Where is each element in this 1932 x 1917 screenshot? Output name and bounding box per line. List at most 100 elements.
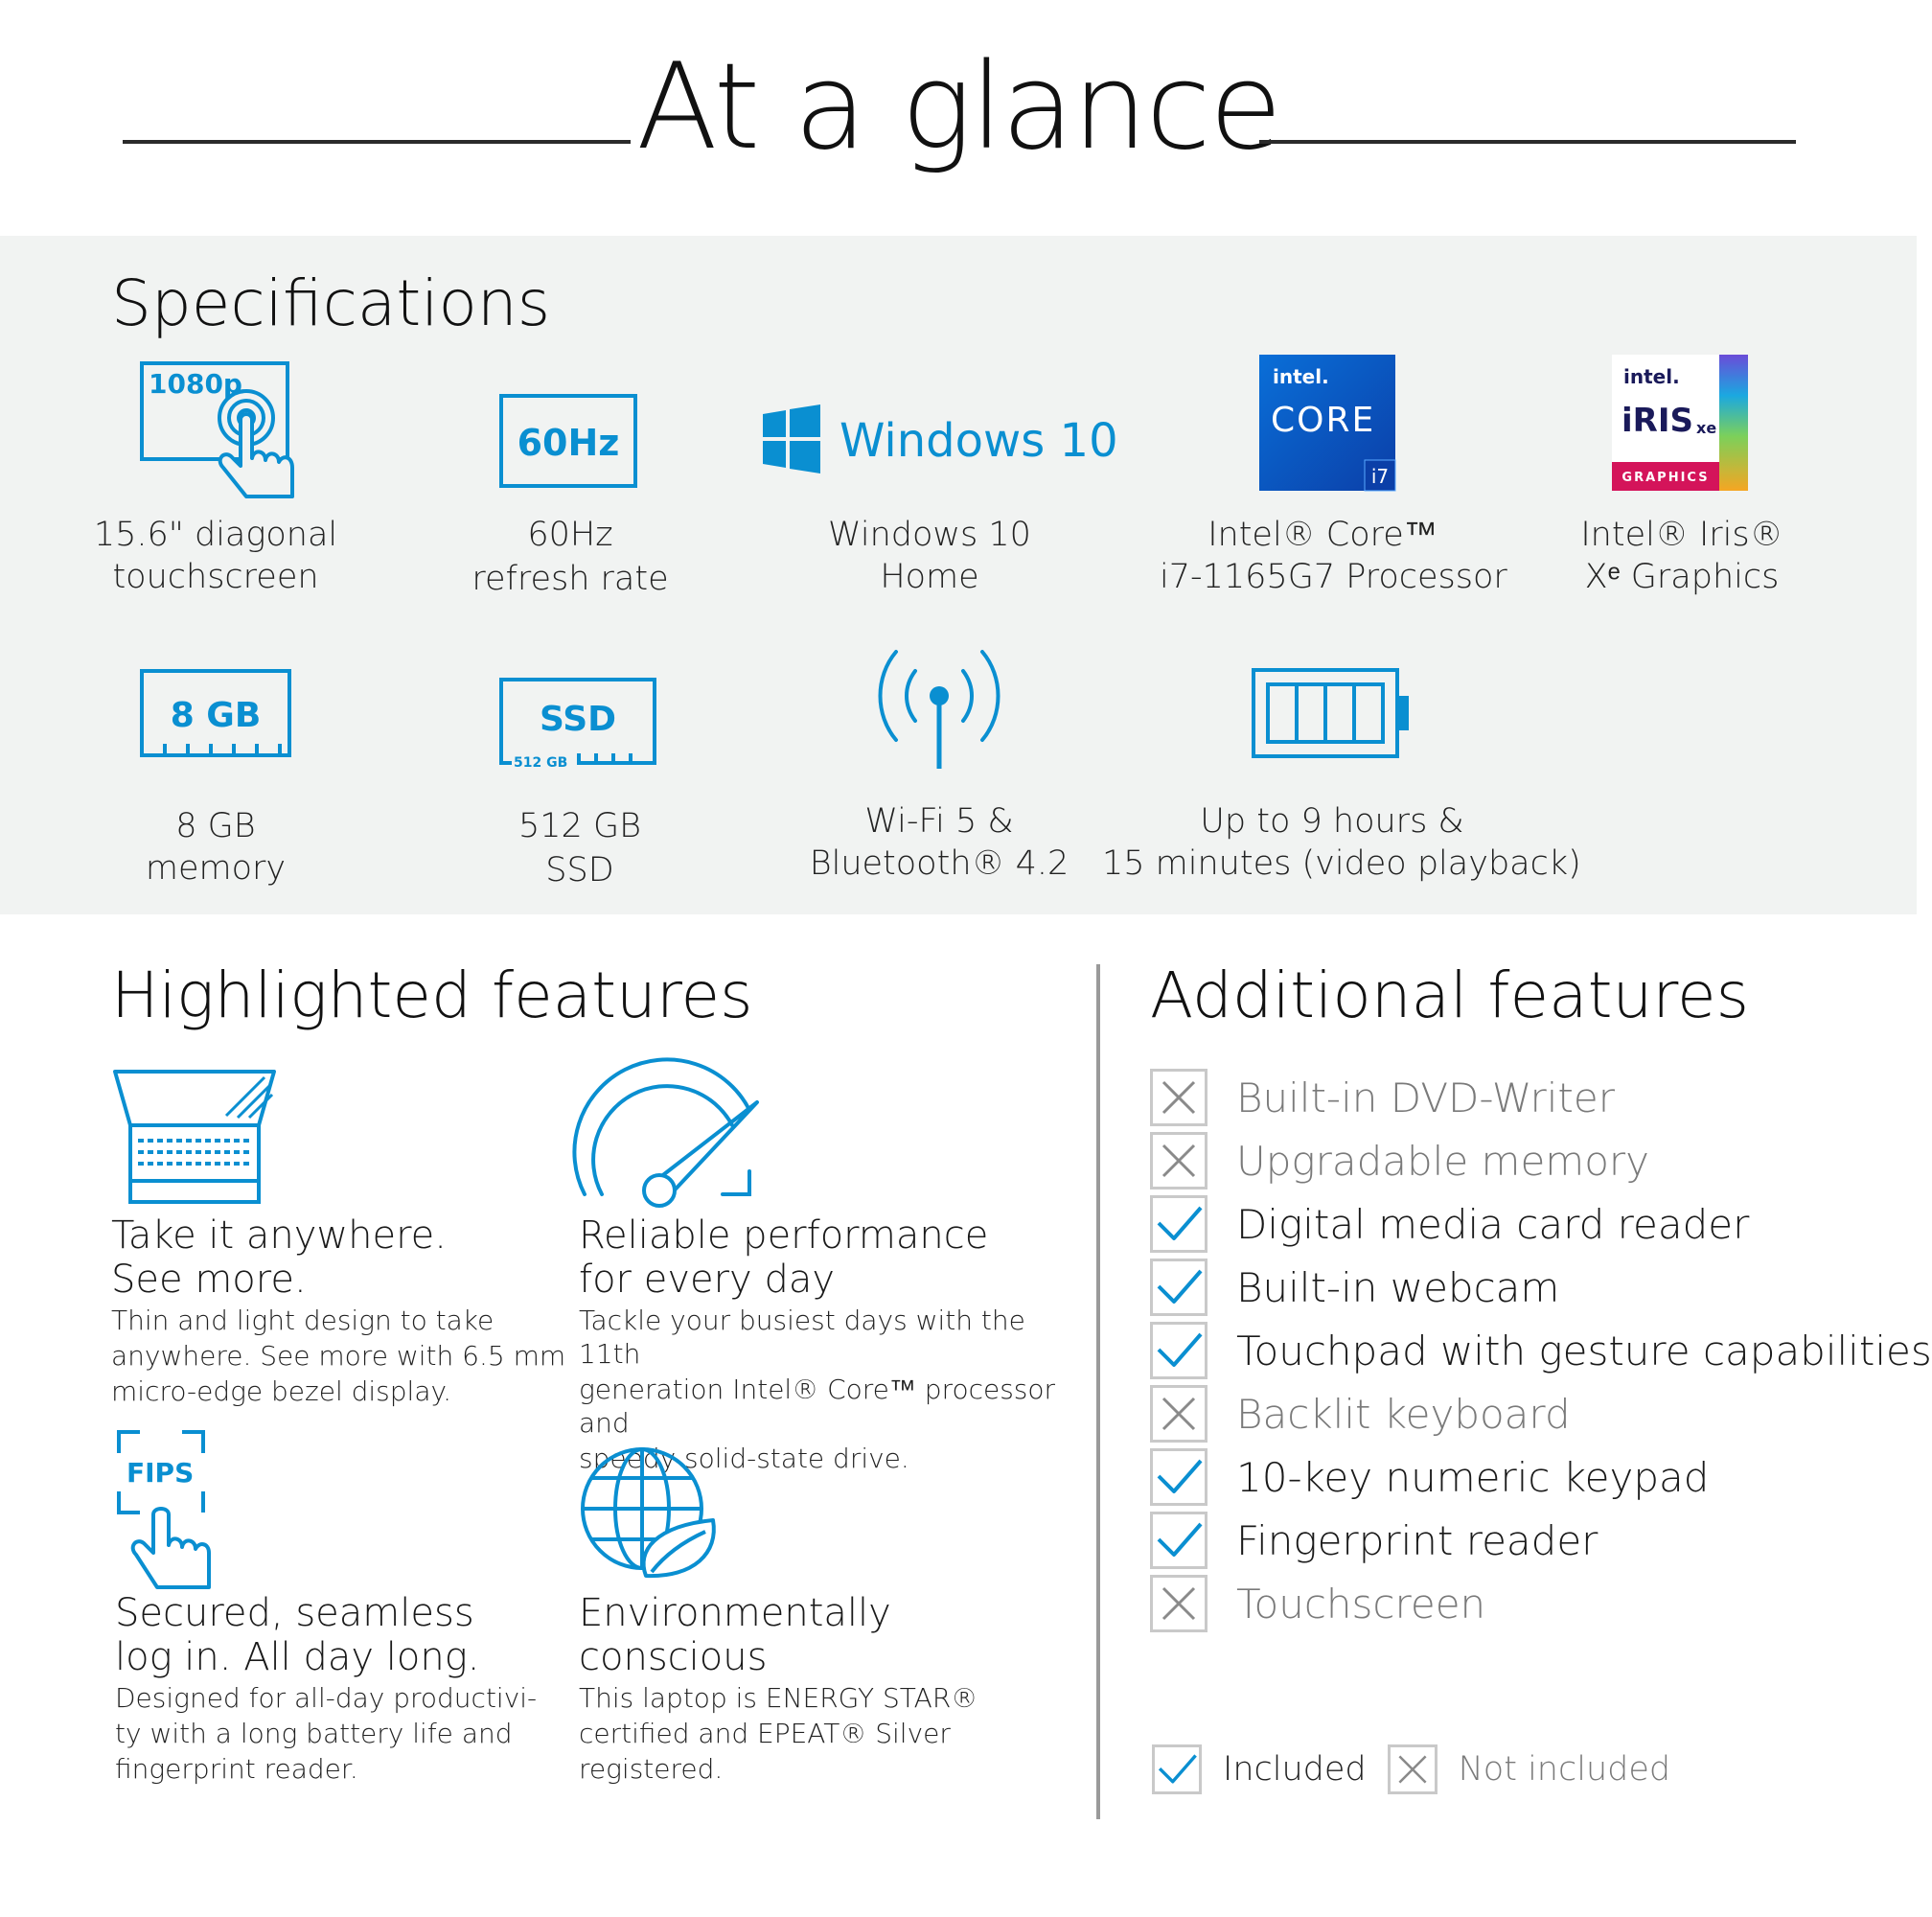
feature-row-fingerprint-reader: Fingerprint reader <box>1150 1509 1898 1572</box>
feature-secured-login: FIPS Secured, seamless log in. All day l… <box>115 1428 575 1785</box>
memory-icon: 8 GB <box>134 669 297 767</box>
ssd-icon: 512 GB SSD <box>498 678 661 773</box>
cross-icon <box>1162 1080 1196 1115</box>
header-rule-left <box>123 140 631 144</box>
spec-storage: 512 GB SSD 512 GB SSD <box>450 667 709 889</box>
spec-caption-line2: refresh rate <box>472 560 669 598</box>
feature-row-media-card-reader: Digital media card reader <box>1150 1192 1898 1256</box>
page-header: At a glance <box>0 0 1917 236</box>
speedometer-icon <box>572 1057 759 1208</box>
spec-graphics: intel. iRIS xe GRAPHICS Intel® Iris® Xᵉ … <box>1552 355 1811 596</box>
svg-text:1080p: 1080p <box>149 368 242 400</box>
feature-row-upgradable-memory: Upgradable memory <box>1150 1129 1898 1192</box>
globe-leaf-icon <box>581 1447 716 1579</box>
feature-title-line2: See more. <box>111 1258 307 1302</box>
cross-icon <box>1162 1143 1196 1178</box>
cross-icon <box>1162 1586 1196 1621</box>
not-included-box <box>1150 1132 1208 1189</box>
svg-text:intel.: intel. <box>1273 365 1329 388</box>
svg-text:Windows 10: Windows 10 <box>840 414 1118 468</box>
feature-row-webcam: Built-in webcam <box>1150 1256 1898 1319</box>
not-included-box <box>1150 1385 1208 1443</box>
feature-row-label: Upgradable memory <box>1236 1137 1650 1185</box>
svg-text:8 GB: 8 GB <box>171 696 262 735</box>
touchscreen-1080p-icon: 1080p <box>140 361 294 498</box>
spec-caption-line1: Up to 9 hours & <box>1200 802 1464 841</box>
svg-text:60Hz: 60Hz <box>518 422 620 464</box>
checkmark-icon <box>1157 1269 1203 1304</box>
spec-caption-line1: Intel® Iris® <box>1580 516 1783 554</box>
spec-caption-line2: Xᵉ Graphics <box>1584 558 1780 596</box>
feature-reliable-performance: Reliable performance for every day Tackl… <box>572 1057 1077 1474</box>
spec-caption-line1: 15.6" diagonal <box>93 516 338 554</box>
feature-row-numeric-keypad: 10-key numeric keypad <box>1150 1445 1898 1509</box>
additional-features-list: Built-in DVD-Writer Upgradable memory Di… <box>1150 1066 1932 1635</box>
refresh-rate-icon: 60Hz <box>499 394 637 488</box>
feature-row-label: Built-in webcam <box>1236 1263 1560 1311</box>
feature-row-label: Built-in DVD-Writer <box>1236 1074 1616 1121</box>
svg-text:CORE: CORE <box>1271 401 1375 440</box>
svg-text:iRIS: iRIS <box>1622 402 1693 440</box>
laptop-icon <box>113 1070 276 1204</box>
wifi-antenna-icon <box>878 650 1000 769</box>
svg-text:intel.: intel. <box>1623 365 1680 388</box>
feature-desc-line3: micro-edge bezel display. <box>111 1375 451 1407</box>
intel-core-i7-badge: intel. CORE i7 <box>1259 355 1396 492</box>
included-box <box>1150 1512 1208 1569</box>
feature-desc-line3: speedy solid-state drive. <box>579 1443 909 1474</box>
feature-title-line2: for every day <box>579 1258 836 1302</box>
feature-desc-line1: Tackle your busiest days with the 11th <box>579 1305 1025 1370</box>
feature-desc-line3: registered. <box>579 1753 724 1785</box>
spec-caption-line2: SSD <box>545 851 614 889</box>
checkmark-icon <box>1157 1522 1203 1557</box>
legend-included-label: Included <box>1223 1750 1367 1789</box>
legend-not-included-label: Not included <box>1458 1750 1671 1789</box>
spec-processor: intel. CORE i7 Intel® Core™ i7-1165G7 Pr… <box>1160 355 1507 596</box>
spec-caption-line2: i7-1165G7 Processor <box>1160 558 1507 596</box>
feature-title-line1: Secured, seamless <box>115 1591 474 1635</box>
feature-title-line2: conscious <box>579 1635 768 1679</box>
intel-iris-xe-badge: intel. iRIS xe GRAPHICS <box>1612 355 1748 491</box>
spec-touchscreen: 1080p 15.6" diagonal touchscreen <box>86 360 345 596</box>
legend: Included Not included <box>1152 1744 1691 1794</box>
cross-icon <box>1162 1397 1196 1431</box>
feature-row-touchpad: Touchpad with gesture capabilities <box>1150 1319 1932 1382</box>
feature-desc-line2: ty with a long battery life and <box>115 1718 513 1749</box>
svg-text:xe: xe <box>1696 419 1716 437</box>
checkmark-icon <box>1157 1206 1203 1240</box>
spec-caption-line1: 8 GB <box>175 807 256 845</box>
section-divider <box>1096 964 1100 1819</box>
spec-caption-line2: memory <box>145 849 287 888</box>
spec-windows: Windows 10 Windows 10 Home <box>757 360 1118 596</box>
feature-environmentally-conscious: Environmentally conscious This laptop is… <box>579 1445 1039 1785</box>
svg-text:FIPS: FIPS <box>126 1457 194 1489</box>
spec-memory: 8 GB 8 GB memory <box>86 667 345 888</box>
feature-row-label: Fingerprint reader <box>1236 1516 1598 1564</box>
included-box <box>1150 1322 1208 1379</box>
spec-caption-line2: Home <box>880 558 979 596</box>
spec-caption-line2: touchscreen <box>112 558 319 596</box>
feature-row-backlit-keyboard: Backlit keyboard <box>1150 1382 1898 1445</box>
feature-title-line1: Environmentally <box>579 1591 891 1635</box>
feature-row-touchscreen: Touchscreen <box>1150 1572 1898 1635</box>
spec-wireless: Wi-Fi 5 & Bluetooth® 4.2 <box>795 638 1083 883</box>
not-included-box <box>1150 1575 1208 1632</box>
spec-caption-line1: 60Hz <box>527 516 613 554</box>
spec-caption-line1: Intel® Core™ <box>1208 516 1438 554</box>
feature-row-label: Touchpad with gesture capabilities <box>1236 1327 1932 1374</box>
feature-title-line2: log in. All day long. <box>115 1635 480 1679</box>
spec-battery: Up to 9 hours & 15 minutes (video playba… <box>1102 667 1581 883</box>
header-rule-right <box>1259 140 1796 144</box>
included-box <box>1150 1259 1208 1316</box>
feature-row-label: Touchscreen <box>1236 1580 1486 1628</box>
feature-title-line1: Reliable performance <box>579 1213 989 1258</box>
spec-caption-line2: 15 minutes (video playback) <box>1102 844 1581 883</box>
svg-text:i7: i7 <box>1371 465 1389 488</box>
checkmark-icon <box>1157 1332 1203 1367</box>
feature-desc-line1: Thin and light design to take <box>111 1305 494 1336</box>
legend-not-included-box <box>1387 1744 1438 1794</box>
windows-logo-icon: Windows 10 <box>763 404 1118 473</box>
additional-features-heading: Additional features <box>1150 958 1749 1032</box>
specifications-heading: Specifications <box>111 266 551 340</box>
page-title: At a glance <box>636 38 1282 176</box>
